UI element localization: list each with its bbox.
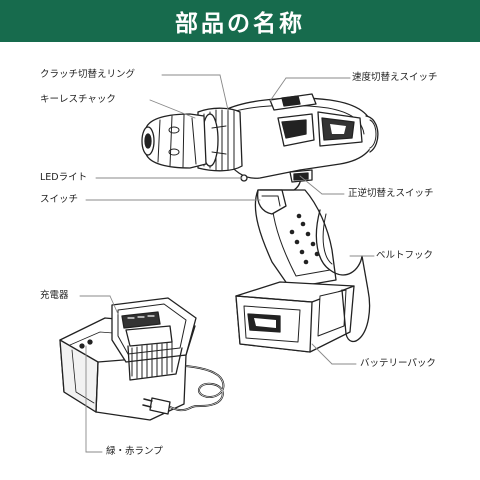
label-speed-switch: 速度切替えスイッチ bbox=[352, 72, 438, 83]
drill-illustration bbox=[141, 93, 379, 353]
label-charger: 充電器 bbox=[40, 290, 69, 301]
label-direction-switch: 正逆切替えスイッチ bbox=[348, 188, 434, 199]
lamp-icon bbox=[87, 339, 93, 345]
label-belt-hook: ベルトフック bbox=[376, 250, 434, 261]
charger-illustration bbox=[59, 297, 225, 421]
page-title: 部品の名称 bbox=[175, 11, 305, 37]
label-clutch-ring: クラッチ切替えリング bbox=[40, 69, 136, 80]
label-switch: スイッチ bbox=[40, 194, 79, 205]
parts-diagram bbox=[59, 74, 379, 453]
leader-lines bbox=[79, 74, 375, 453]
label-keyless-chuck: キーレスチャック bbox=[40, 94, 116, 105]
label-lamp: 緑・赤ランプ bbox=[106, 446, 163, 457]
label-battery-pack: バッテリーパック bbox=[360, 358, 436, 369]
title-banner: 部品の名称 bbox=[0, 0, 480, 42]
label-led-light: LEDライト bbox=[40, 172, 88, 183]
power-plug-icon bbox=[142, 397, 171, 415]
